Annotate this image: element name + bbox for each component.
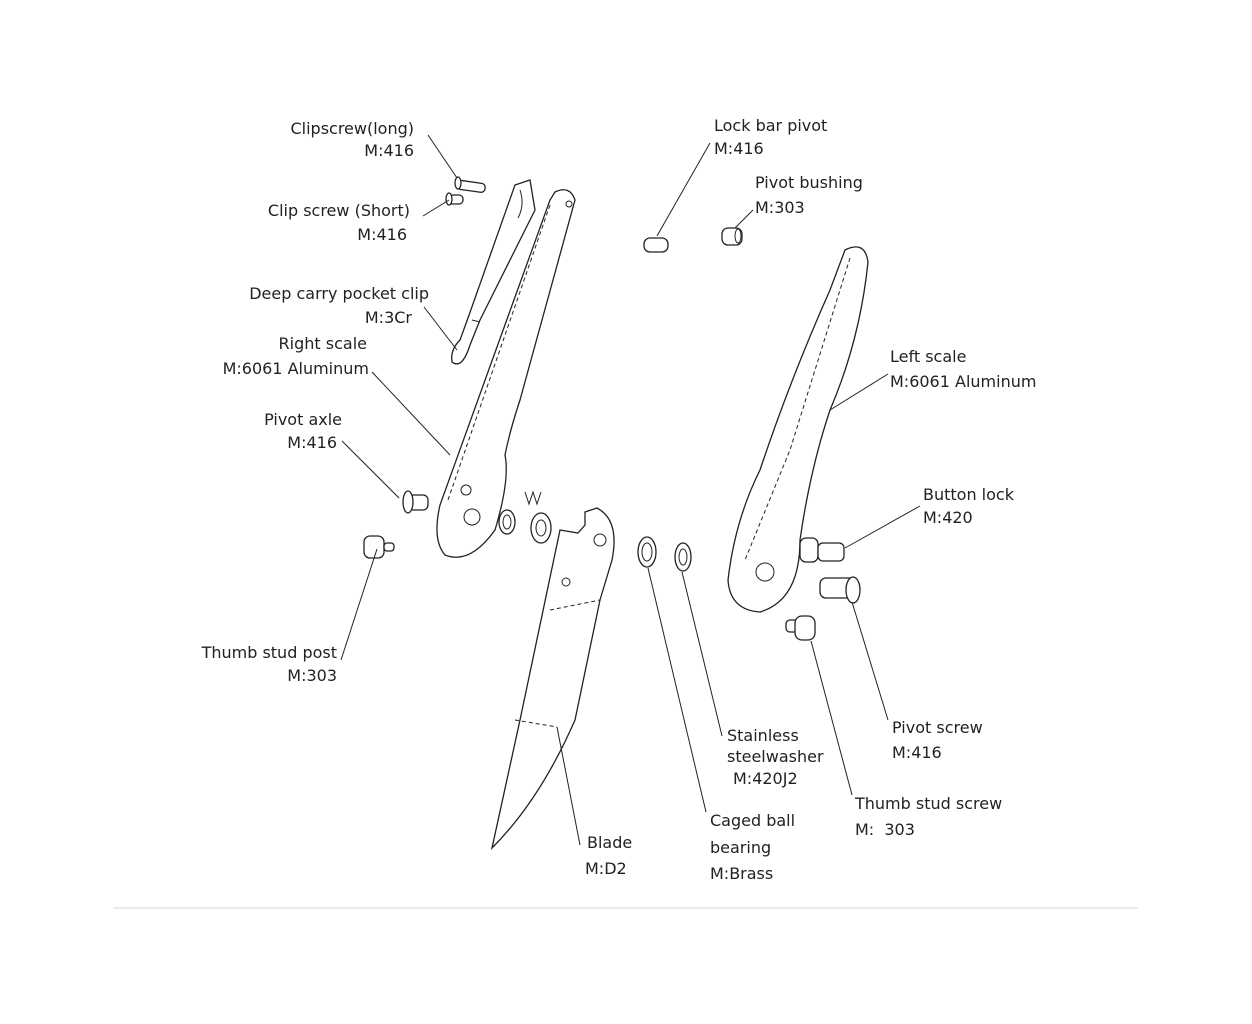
- right-scale-drawing: [436, 189, 576, 558]
- right-scale-hole: [460, 484, 472, 496]
- right-scale-pivot-hole: [463, 508, 481, 526]
- label-clip-screw-short: Clip screw (Short)M:416: [268, 201, 410, 244]
- label-clipscrew-long: Clipscrew(long)M:416: [290, 119, 414, 160]
- labels: Clipscrew(long)M:416 Clip screw (Short)M…: [201, 116, 1037, 883]
- bearing-right-drawing: [637, 536, 657, 568]
- leader-line: [340, 548, 378, 661]
- leader-line: [844, 505, 921, 549]
- thumb-stud-post-drawing: [363, 535, 395, 559]
- right-scale-liner-edge: [447, 204, 551, 501]
- pivot-axle-drawing: [402, 490, 429, 514]
- leader-line: [681, 571, 723, 737]
- leader-line: [647, 567, 707, 813]
- leader-line: [427, 134, 458, 179]
- leader-line: [734, 209, 754, 229]
- lock-bar-pivot-drawing: [643, 237, 669, 253]
- leader-line: [556, 726, 581, 846]
- leader-line: [851, 601, 889, 721]
- part-drawings: [363, 176, 869, 851]
- left-scale-drawing: [727, 246, 869, 613]
- leader-line: [341, 440, 400, 499]
- bearing-left-drawing: [530, 512, 552, 544]
- pocket-clip-drawing: [451, 179, 536, 365]
- washer-right-drawing: [674, 542, 692, 572]
- leader-line: [656, 142, 711, 237]
- button-lock-drawing: [799, 537, 845, 563]
- pivot-screw-drawing: [819, 576, 861, 604]
- thumb-stud-screw-drawing: [785, 615, 816, 641]
- leader-lines: [340, 134, 921, 846]
- clipscrew-long-drawing: [454, 176, 486, 193]
- washer-left-drawing: [498, 509, 516, 535]
- pivot-bushing-drawing: [721, 227, 743, 246]
- spring-drawing: [524, 490, 542, 506]
- leader-line: [829, 373, 889, 411]
- clip-screw-short-drawing: [445, 192, 464, 206]
- right-scale-hole: [565, 200, 573, 208]
- blade-drawing: [490, 507, 615, 851]
- leader-line: [423, 306, 458, 351]
- leader-line: [422, 199, 450, 217]
- leader-line: [371, 371, 451, 456]
- pocket-clip-detail: [471, 189, 523, 323]
- leader-line: [810, 640, 853, 796]
